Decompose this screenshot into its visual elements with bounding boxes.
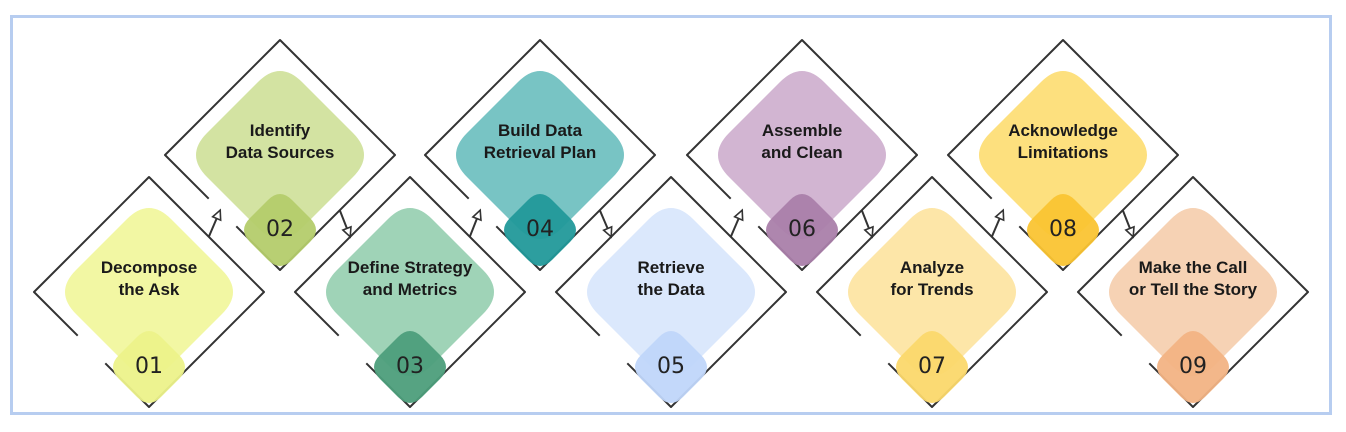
step-02-shape bbox=[196, 71, 364, 239]
step-07-shape bbox=[848, 208, 1016, 376]
step-08-shape bbox=[979, 71, 1147, 239]
connector-03-arrowhead bbox=[471, 208, 482, 222]
step-02-number: 02 bbox=[266, 217, 294, 242]
step-05-badge bbox=[635, 331, 707, 403]
step-08-badge bbox=[1027, 194, 1099, 266]
step-08-number: 08 bbox=[1049, 217, 1077, 242]
step-06-shape bbox=[718, 71, 886, 239]
step-04-shape bbox=[456, 71, 624, 239]
step-01-shape bbox=[65, 208, 233, 376]
step-09-shape bbox=[1109, 208, 1277, 376]
step-03-badge bbox=[374, 331, 446, 403]
step-07-badge bbox=[896, 331, 968, 403]
step-04-badge bbox=[504, 194, 576, 266]
connector-02-arrowhead bbox=[341, 225, 352, 239]
step-05-shape bbox=[587, 208, 755, 376]
connector-04-arrowhead bbox=[602, 225, 613, 239]
step-03-shape bbox=[326, 208, 494, 376]
step-06-badge bbox=[766, 194, 838, 266]
connector-07-arrowhead bbox=[994, 208, 1005, 222]
step-07-number: 07 bbox=[918, 354, 946, 379]
step-04-number: 04 bbox=[526, 217, 554, 242]
step-06-number: 06 bbox=[788, 217, 816, 242]
step-01-number: 01 bbox=[135, 354, 163, 379]
connector-08-arrowhead bbox=[1124, 225, 1135, 239]
connector-05-arrowhead bbox=[733, 208, 744, 222]
step-09-number: 09 bbox=[1179, 354, 1207, 379]
step-02-badge bbox=[244, 194, 316, 266]
step-03-number: 03 bbox=[396, 354, 424, 379]
step-05-number: 05 bbox=[657, 354, 685, 379]
connector-01-arrowhead bbox=[211, 208, 222, 222]
step-09-badge bbox=[1157, 331, 1229, 403]
connector-06-arrowhead bbox=[863, 225, 874, 239]
step-01-badge bbox=[113, 331, 185, 403]
